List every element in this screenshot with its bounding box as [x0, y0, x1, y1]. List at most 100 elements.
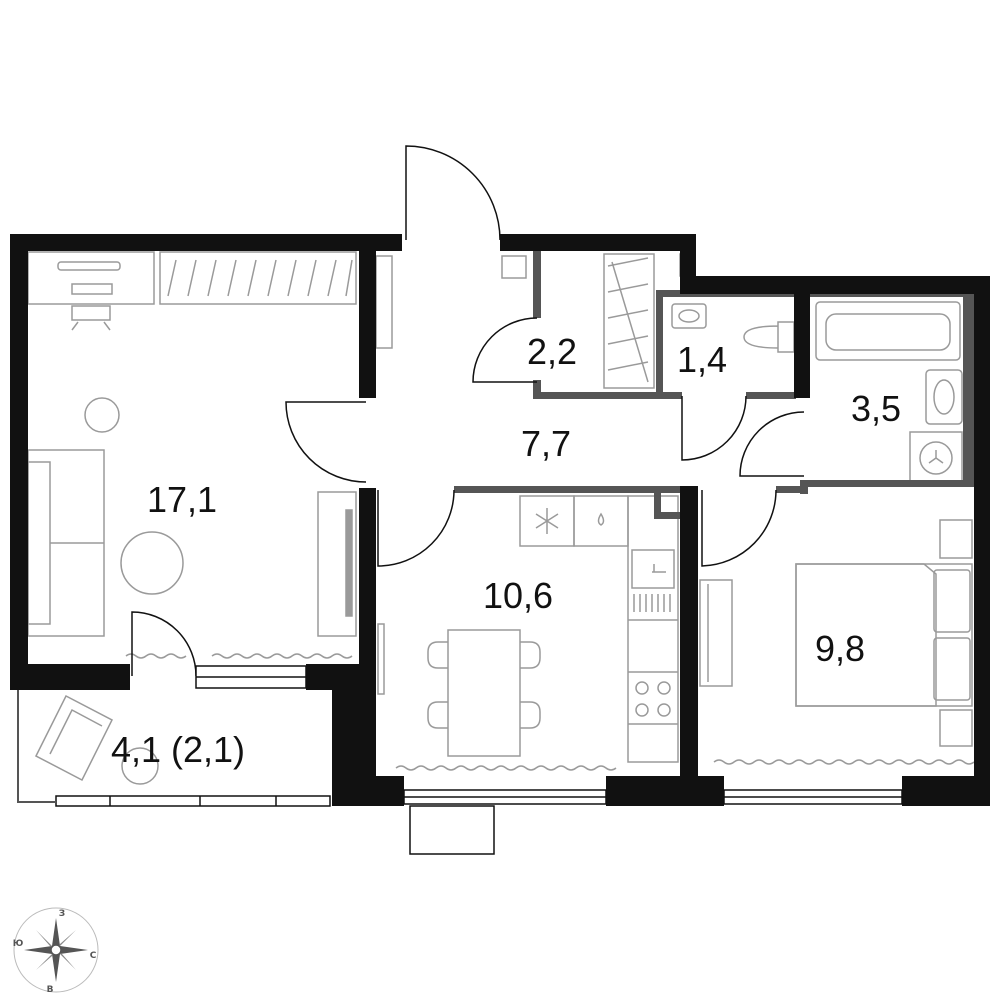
compass-top-letter: З [59, 909, 65, 919]
partition-storage-left [533, 250, 541, 318]
bedroom-area: 9,8 [815, 628, 865, 669]
partition-bathroom-bottom [800, 480, 974, 487]
toilet-bowl [743, 321, 795, 353]
partition-toilet-bottom-a [656, 392, 682, 399]
wall-top-right [680, 276, 990, 294]
compass-bottom-letter: В [47, 985, 54, 995]
compass-right-letter: С [90, 951, 97, 961]
storage-shelving [603, 253, 655, 389]
wall-living-top [10, 234, 402, 251]
kitchen-counter [627, 495, 679, 763]
windows [55, 665, 903, 807]
compass-ring [13, 907, 99, 993]
nightstand-1 [939, 519, 973, 559]
living-wardrobe-hangers [167, 259, 353, 297]
pillow-1 [933, 569, 971, 633]
tv [345, 509, 353, 617]
wall-living-right-upper [359, 234, 376, 398]
room-labels: 17,1 2,2 1,4 3,5 7,7 10,6 9,8 4,1 (2,1) [111, 331, 901, 770]
living-room-door [285, 401, 367, 483]
balcony-side-table [121, 747, 159, 785]
snowflake-icon [535, 508, 559, 534]
burner-4 [657, 703, 671, 717]
dining-table [447, 629, 521, 757]
partition-storage-left-lower [533, 380, 541, 398]
wall-shelf [375, 255, 393, 349]
dining-chair-4 [520, 701, 541, 729]
wall-toilet-bath [794, 290, 810, 398]
hallway-area: 7,7 [521, 423, 571, 464]
storage-shelving-marks [607, 257, 649, 383]
bathtub-inner [825, 313, 951, 351]
dining-chair-2 [427, 701, 448, 729]
burner-1 [635, 681, 649, 695]
wall-kitchen-bedroom [680, 486, 698, 806]
partition-bathroom-right [963, 290, 974, 486]
washing-machine-drum [919, 441, 953, 475]
nightstand-2 [939, 709, 973, 747]
window-balcony [55, 795, 331, 807]
bathroom-area: 3,5 [851, 388, 901, 429]
kitchen-wall-panel [377, 623, 385, 695]
furniture [27, 251, 975, 785]
storage-door [472, 317, 538, 383]
curtain-kitchen [395, 765, 617, 771]
pillow-2 [933, 637, 971, 701]
partition-kitchen-notch [654, 492, 661, 518]
partition-bathroom-left-stub [800, 480, 808, 494]
kitchen-upper-cabinet-2 [573, 495, 629, 547]
bed-blanket [795, 563, 937, 707]
sink-basin-toilet-room [678, 309, 700, 323]
balcony-railing [17, 690, 56, 803]
kitchen-door [377, 489, 455, 567]
entrance-door [405, 145, 501, 241]
compass-rose-icon [24, 918, 88, 982]
desk-chair [71, 305, 111, 331]
balcony-outline [17, 690, 56, 803]
wall-living-right-lower [359, 488, 376, 666]
washing-machine-mark [928, 450, 944, 464]
toilet-door [681, 395, 747, 461]
doors [131, 145, 805, 677]
bedroom-door [701, 489, 777, 567]
bathroom-door [739, 411, 805, 477]
wall-bottom-kitchen-right [606, 776, 724, 806]
bathroom-sink [925, 369, 963, 425]
monitor [57, 261, 121, 271]
armchair [34, 694, 114, 782]
compass: З С В Ю [13, 907, 99, 995]
sink-toilet-room [671, 303, 707, 329]
living-wardrobe [159, 251, 357, 305]
dining-chair-3 [520, 641, 541, 669]
storage-area: 2,2 [527, 331, 577, 372]
keyboard [71, 283, 113, 295]
living-room-area: 17,1 [147, 479, 217, 520]
wall-top-hall [500, 234, 696, 251]
wall-bottom-kitchen-left [332, 776, 404, 806]
desk [27, 251, 155, 305]
dishwasher-lines [633, 594, 671, 612]
wall-living-left [10, 234, 28, 690]
partition-storage-bottom [533, 392, 657, 399]
bathroom-sink-basin [933, 379, 955, 415]
partition-toilet-left [656, 290, 663, 398]
curtain-bedroom [713, 759, 975, 765]
compass-left-letter: Ю [13, 939, 24, 949]
dining-chair-1 [427, 641, 448, 669]
tv-stand [317, 491, 357, 637]
burner-3 [635, 703, 649, 717]
outdoor-unit [409, 805, 495, 855]
bathtub [815, 301, 961, 361]
kitchen-tap [652, 564, 666, 573]
partition-kitchen-top [454, 486, 680, 493]
burner-2 [657, 681, 671, 695]
pouf [501, 255, 527, 279]
curtain-living [125, 653, 353, 659]
floor-lamp [84, 397, 120, 433]
coffee-table [120, 531, 184, 595]
kitchen-area: 10,6 [483, 575, 553, 616]
partition-kitchen-notch-b [654, 512, 680, 519]
kitchen-sink [631, 549, 675, 589]
partition-bedroom-top [776, 486, 808, 493]
partition-toilet-bottom-b [746, 392, 796, 399]
